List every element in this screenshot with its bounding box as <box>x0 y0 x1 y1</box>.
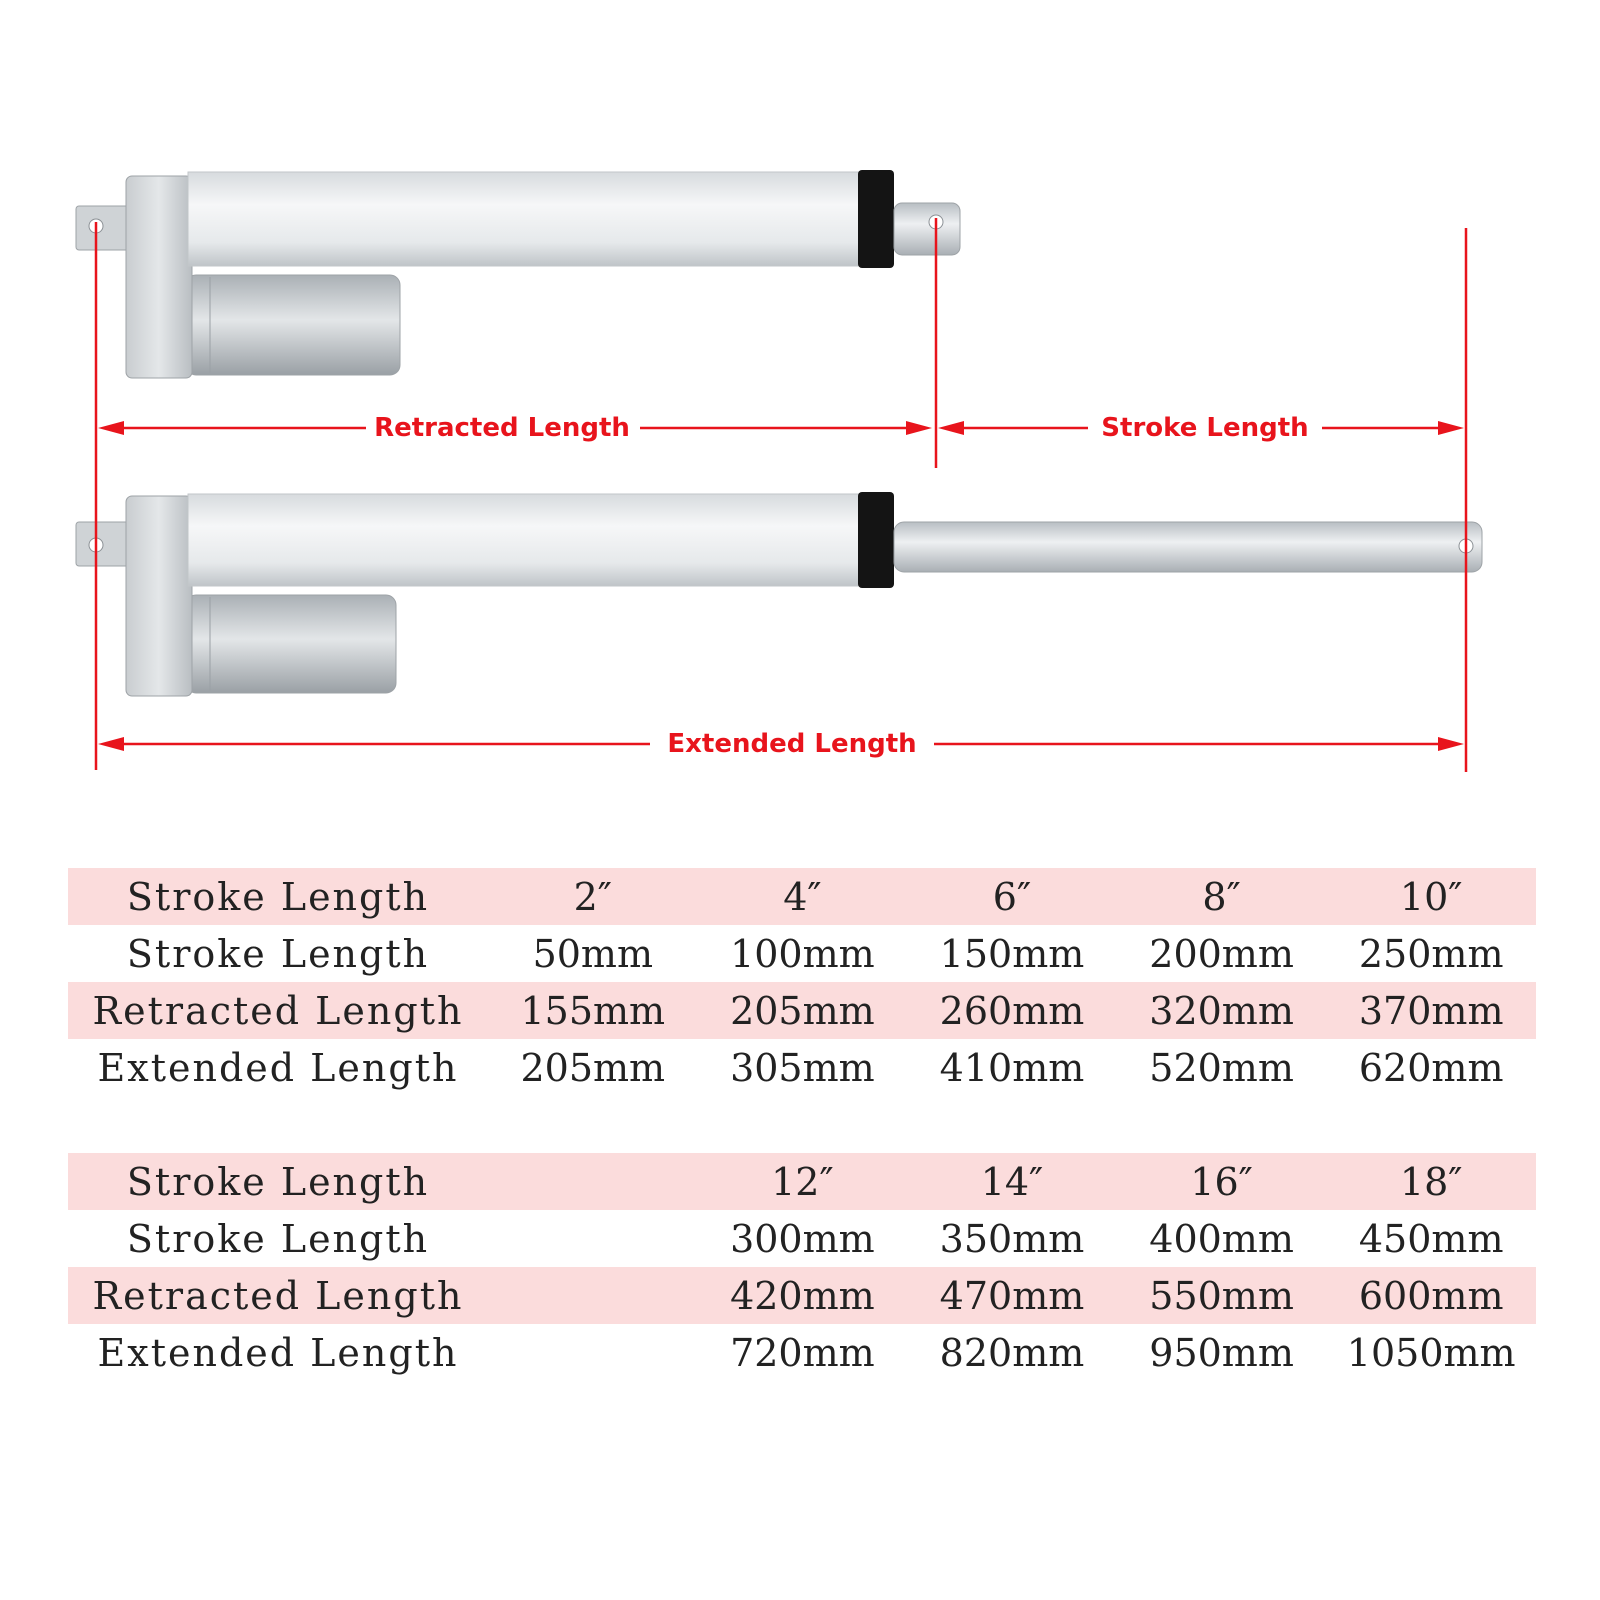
table-cell: 320mm <box>1116 982 1327 1039</box>
table-cell: 600mm <box>1326 1267 1536 1324</box>
table-cell: 100mm <box>730 931 875 976</box>
table-cell: 350mm <box>939 1216 1085 1261</box>
arrow-head <box>98 421 124 435</box>
retracted-length-label: Retracted Length <box>374 413 630 443</box>
table-cell: 6″ <box>907 868 1117 925</box>
table-row: Extended Length 720mm 820mm 950mm 1050mm <box>68 1324 1536 1381</box>
table-row: Stroke Length 50mm 100mm 150mm 200mm 250… <box>68 925 1536 982</box>
table-row: Stroke Length 2″ 4″ 6″ 8″ 10″ <box>68 868 1536 925</box>
table-cell: 400mm <box>1149 1216 1294 1261</box>
table-cell: 420mm <box>697 1267 908 1324</box>
table-cell <box>488 1324 698 1381</box>
table-cell: 370mm <box>1326 982 1536 1039</box>
table-cell: 50mm <box>532 931 653 976</box>
table-cell: 410mm <box>939 1045 1085 1090</box>
table-row: Retracted Length 420mm 470mm 550mm 600mm <box>68 1267 1536 1324</box>
row-label: Extended Length <box>97 1330 459 1375</box>
arrow-head <box>938 421 964 435</box>
table-cell: 205mm <box>697 982 908 1039</box>
table-cell: 12″ <box>697 1153 908 1210</box>
arrow-head <box>1438 737 1464 751</box>
table-row: Stroke Length 300mm 350mm 400mm 450mm <box>68 1210 1536 1267</box>
table-cell: 155mm <box>488 982 698 1039</box>
table-cell: 820mm <box>939 1330 1085 1375</box>
row-label: Stroke Length <box>68 1153 488 1210</box>
table-cell: 720mm <box>730 1330 875 1375</box>
table-row: Retracted Length 155mm 205mm 260mm 320mm… <box>68 982 1536 1039</box>
table-cell: 200mm <box>1149 931 1294 976</box>
gearbox <box>125 495 193 697</box>
table-cell: 205mm <box>520 1045 666 1090</box>
actuator-retracted <box>75 170 961 379</box>
motor-body <box>185 594 397 694</box>
row-label: Retracted Length <box>68 1267 488 1324</box>
table-cell: 150mm <box>939 931 1085 976</box>
table-cell: 470mm <box>907 1267 1117 1324</box>
table-cell <box>488 1153 698 1210</box>
motor-body <box>185 274 401 376</box>
inner-rod <box>893 202 961 256</box>
table-cell: 620mm <box>1358 1045 1504 1090</box>
arrow-head <box>98 737 124 751</box>
row-label: Stroke Length <box>126 931 430 976</box>
table-cell: 2″ <box>488 868 698 925</box>
table-cell: 260mm <box>907 982 1117 1039</box>
table-cell <box>488 1267 698 1324</box>
arrow-head <box>1438 421 1464 435</box>
outer-tube <box>187 493 871 587</box>
table-cell: 550mm <box>1116 1267 1327 1324</box>
table-cell: 300mm <box>730 1216 875 1261</box>
tube-end-seal <box>858 492 894 588</box>
table-cell: 950mm <box>1149 1330 1294 1375</box>
tube-end-seal <box>858 170 894 268</box>
spec-table-small-strokes: Stroke Length 2″ 4″ 6″ 8″ 10″ Stroke Len… <box>68 868 1536 1096</box>
table-cell: 16″ <box>1116 1153 1327 1210</box>
table-cell: 4″ <box>697 868 908 925</box>
table-cell: 520mm <box>1149 1045 1294 1090</box>
extended-rod <box>893 521 1483 573</box>
stroke-length-label: Stroke Length <box>1101 413 1308 443</box>
table-cell: 305mm <box>730 1045 875 1090</box>
table-cell: 1050mm <box>1346 1330 1516 1375</box>
spec-table-large-strokes: Stroke Length 12″ 14″ 16″ 18″ Stroke Len… <box>68 1153 1536 1381</box>
actuator-extended <box>75 492 1483 697</box>
row-label: Stroke Length <box>68 868 488 925</box>
arrow-head <box>906 421 932 435</box>
table-cell <box>488 1210 698 1267</box>
extended-length-label: Extended Length <box>667 729 916 759</box>
outer-tube <box>187 171 871 267</box>
table-row: Stroke Length 12″ 14″ 16″ 18″ <box>68 1153 1536 1210</box>
row-label: Stroke Length <box>126 1216 430 1261</box>
gearbox <box>125 175 193 379</box>
row-label: Extended Length <box>97 1045 459 1090</box>
table-cell: 14″ <box>907 1153 1117 1210</box>
dimension-lines <box>94 218 1468 772</box>
table-cell: 250mm <box>1358 931 1504 976</box>
actuator-dimension-diagram: Retracted Length Stroke Length Extended … <box>75 170 1483 772</box>
table-row: Extended Length 205mm 305mm 410mm 520mm … <box>68 1039 1536 1096</box>
table-cell: 18″ <box>1326 1153 1536 1210</box>
row-label: Retracted Length <box>68 982 488 1039</box>
table-cell: 8″ <box>1116 868 1327 925</box>
table-cell: 450mm <box>1358 1216 1504 1261</box>
table-cell: 10″ <box>1326 868 1536 925</box>
